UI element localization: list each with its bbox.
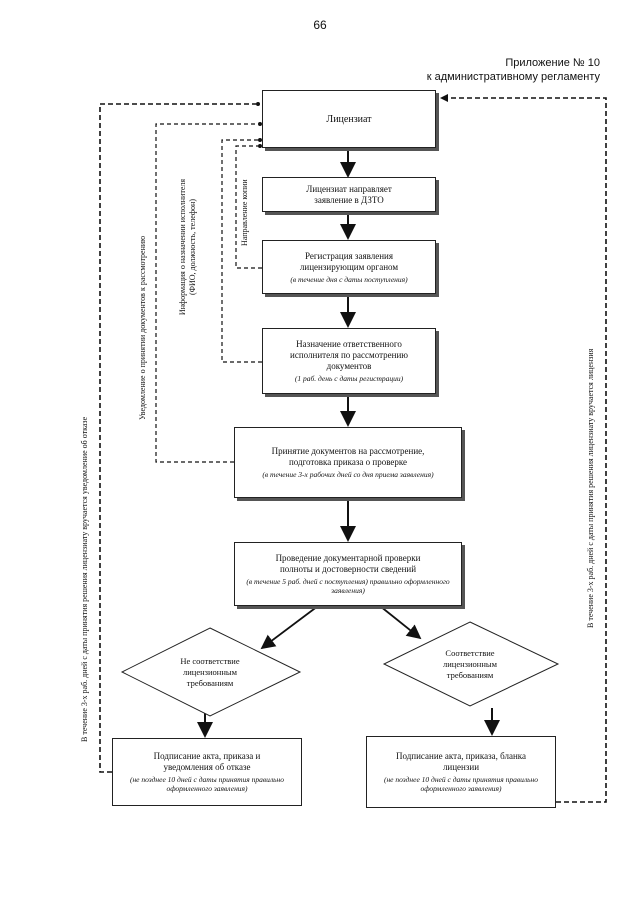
arrow-check-to-compliance [379,605,422,640]
executor-info-line-2: (ФИО, должность, телефон) [188,199,197,296]
assign-executor-line-1: Назначение ответственного [296,339,402,349]
documentary-check-line-1: Проведение документарной проверки [275,553,421,563]
registration-line-2: лицензирующим органом [299,261,399,272]
dashed-license-delivery [440,97,607,803]
label-copy-direction: Направление копии [240,179,249,246]
appendix-caption: Приложение № 10 к административному регл… [427,56,600,84]
compliance-line-2: лицензионным [442,658,497,669]
assign-executor-line-3: документов [326,361,372,371]
box-refusal: Подписание акта, приказа и уведомления о… [112,738,302,806]
accept-documents-line-2: подготовка приказа о проверке [288,457,408,467]
registration-line-1: Регистрация заявления [304,250,394,261]
dashed-refusal-notice [99,103,256,773]
box-issue: Подписание акта, приказа, бланка лицензи… [366,736,556,808]
label-acceptance-notice: Уведомление о принятии документов к расс… [138,235,147,420]
sends-application-line-2: заявление в ДЗТО [314,194,384,205]
documentary-check-note: (в течение 5 раб. дней с поступления) пр… [246,577,450,595]
dashed-copy-direction [235,145,262,269]
box-accept-documents: Принятие документов на рассмотрение, под… [234,427,462,498]
label-executor-info: Информация о назначении исполнителя (ФИО… [178,152,198,342]
box-licensee: Лицензиат [262,90,436,148]
compliance-line-3: требованиям [446,669,494,680]
accept-documents-note: (в течение 3-х рабочих дней со дня прием… [262,470,434,479]
compliance-line-1: Соответствие [445,647,495,658]
dashed-executor-info [221,139,262,363]
documentary-check-line-2: полноты и достоверности сведений [279,564,417,574]
sends-application-line-1: Лицензиат направляет [306,183,392,194]
box-assign-executor: Назначение ответственного исполнителя по… [262,328,436,394]
refusal-note: (не позднее 10 дней с даты принятия прав… [129,775,285,793]
assign-executor-note: (1 раб. день с даты регистрации) [294,374,404,383]
arrow-check-to-noncompliance [260,605,319,650]
box-sends-application: Лицензиат направляет заявление в ДЗТО [262,177,436,212]
label-refusal-notice: В течение 3-х раб. дней с даты принятия … [80,416,89,742]
diamond-compliance [382,621,560,707]
refusal-line-1: Подписание акта, приказа и [153,751,261,761]
issue-line-2: лицензии [442,762,480,772]
issue-line-1: Подписание акта, приказа, бланка [395,751,527,761]
assign-executor-line-2: исполнителя по рассмотрению [290,350,408,360]
non-compliance-line-1: Не соответствие [180,655,240,666]
diamond-non-compliance [120,627,302,717]
box-documentary-check: Проведение документарной проверки полнот… [234,542,462,606]
appendix-line-1: Приложение № 10 [505,57,600,69]
non-compliance-line-2: лицензионным [182,666,237,677]
label-license-delivery: В течение 3-х раб. дней с даты принятия … [586,348,595,628]
registration-note: (в течение дня с даты поступления) [290,274,408,284]
dashed-acceptance-notice [155,123,258,463]
licensee-title: Лицензиат [326,113,372,125]
refusal-line-2: уведомления об отказе [163,762,251,772]
non-compliance-label: Не соответствие лицензионным требованиям [146,648,274,696]
issue-note: (не позднее 10 дней с даты принятия прав… [383,775,539,793]
appendix-line-2: к административному регламенту [426,71,600,83]
accept-documents-line-1: Принятие документов на рассмотрение, [271,446,425,456]
executor-info-line-1: Информация о назначении исполнителя [178,178,187,316]
non-compliance-line-3: требованиям [186,677,234,688]
compliance-label: Соответствие лицензионным требованиям [408,640,532,688]
page-number: 66 [313,18,327,32]
box-registration: Регистрация заявления лицензирующим орга… [262,240,436,294]
